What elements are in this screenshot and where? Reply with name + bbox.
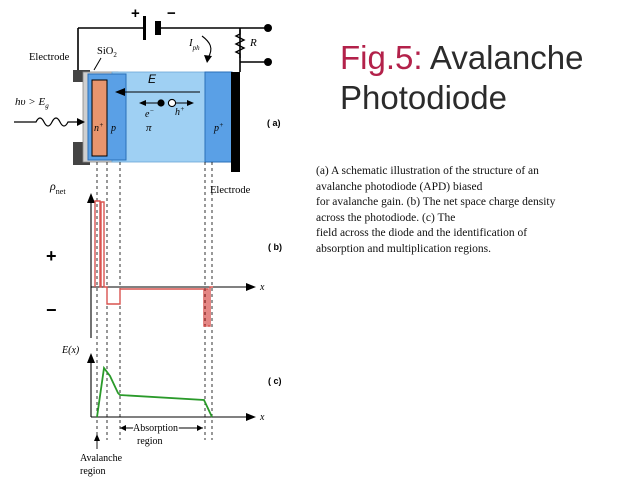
sio2-pointer — [93, 57, 102, 71]
panel-c-label: ( c) — [268, 376, 282, 386]
electron-label: e− — [145, 107, 154, 120]
rho-curve — [94, 200, 213, 327]
photon-label: hυ > Eg — [15, 96, 49, 110]
iph-sub: ph — [192, 44, 201, 52]
field-x-label: x — [259, 412, 265, 423]
electron-dot — [157, 99, 165, 107]
hole-dot — [167, 98, 177, 108]
rho-x-arrowhead — [246, 283, 256, 291]
p-plus-label: p+ — [213, 121, 224, 134]
photon-main: hυ > E — [15, 96, 45, 108]
title-line-1: Fig.5: Avalanche — [340, 38, 630, 78]
resistor-label: R — [249, 37, 257, 49]
electron-sup: − — [149, 107, 154, 115]
rho-y-arrowhead — [87, 193, 95, 203]
sio2-main: SiO — [97, 46, 114, 57]
electrode-top-label: Electrode — [29, 52, 70, 63]
n-plus-region — [91, 79, 108, 157]
panel-b-letter: b — [274, 242, 280, 252]
iph-label: Iph — [188, 37, 200, 52]
caption-line: (a) A schematic illustration of the stru… — [316, 165, 539, 177]
minus-sign: − — [46, 300, 57, 320]
rho-x-label: x — [259, 282, 265, 293]
battery-minus: − — [167, 5, 176, 22]
photocurrent-arrow — [201, 35, 212, 59]
field-arrowhead — [115, 88, 125, 96]
caption-line: for avalanche gain. (b) The net space ch… — [316, 196, 556, 208]
rho-main: ρ — [49, 179, 56, 193]
avalanche-arrowhead — [94, 434, 100, 441]
absorption-arrowhead-right — [197, 425, 203, 431]
hole-sup: + — [180, 105, 185, 113]
absorption-label-2: region — [137, 436, 163, 447]
panel-b-label: ( b) — [268, 242, 282, 252]
rho-sub: net — [56, 187, 67, 196]
hole-main: h — [175, 107, 180, 118]
battery-plus: + — [131, 5, 140, 22]
pi-label: π — [146, 122, 152, 134]
electron-main: e — [145, 109, 150, 120]
p-label: p — [110, 123, 116, 134]
hole-label: h+ — [175, 105, 185, 118]
panel-c-letter: c — [274, 376, 279, 386]
plus-sign: + — [46, 246, 57, 266]
absorption-arrowhead-left — [120, 425, 126, 431]
p-plus-region — [204, 71, 233, 163]
back-electrode — [231, 72, 240, 172]
field-y-arrowhead — [87, 353, 95, 363]
figure-title: Fig.5: Avalanche Photodiode — [340, 38, 630, 118]
sio2-label: SiO2 — [97, 46, 117, 59]
sio2-sub: 2 — [113, 51, 117, 59]
iph-main: I — [188, 37, 194, 49]
electron-arrowhead — [139, 100, 146, 106]
field-axis-label: E(x) — [61, 345, 80, 356]
caption-line: absorption and multiplication regions. — [316, 242, 492, 255]
caption-line: avalanche photodiode (APD) biased — [316, 180, 483, 193]
title-line-2: Photodiode — [340, 79, 507, 116]
title-fig-number: Fig.5: — [340, 39, 423, 76]
avalanche-label-1: Avalanche — [80, 453, 123, 464]
pplus-sup: + — [219, 121, 224, 129]
resistor-symbol — [234, 30, 246, 58]
terminal-top — [264, 24, 272, 32]
field-label: E — [148, 72, 157, 86]
caption-line: field across the diode and the identific… — [316, 227, 528, 239]
hole-arrowhead — [187, 100, 194, 106]
bias-circuit — [77, 27, 268, 72]
battery-symbol — [143, 16, 161, 40]
photocurrent-arrowhead — [204, 55, 212, 63]
photon-wave-icon — [14, 117, 80, 127]
n-sup: + — [99, 121, 104, 129]
apd-diagram: + − R Iph Electrode SiO2 E e− h+ — [14, 5, 282, 477]
figure-caption: (a) A schematic illustration of the stru… — [316, 164, 616, 257]
title-word-1: Avalanche — [429, 39, 584, 76]
field-x-arrowhead — [246, 413, 256, 421]
terminal-bottom — [264, 58, 272, 66]
panel-a-letter: a — [273, 118, 279, 128]
electrode-bottom-label: Electrode — [210, 185, 251, 196]
n-main: n — [94, 123, 99, 134]
panel-a-label: ( a) — [267, 118, 281, 128]
n-plus-label: n+ — [94, 121, 104, 134]
absorption-label-1: Absorption — [133, 423, 178, 434]
photon-sub: g — [45, 102, 49, 110]
pi-region — [111, 71, 208, 163]
region-guides — [96, 162, 213, 440]
rho-axis-label: ρnet — [49, 179, 66, 196]
caption-line: across the photodiode. (c) The — [316, 211, 456, 224]
photon-arrowhead — [77, 118, 85, 126]
avalanche-label-2: region — [80, 466, 106, 477]
field-curve — [96, 365, 213, 418]
pplus-main: p — [213, 123, 219, 134]
